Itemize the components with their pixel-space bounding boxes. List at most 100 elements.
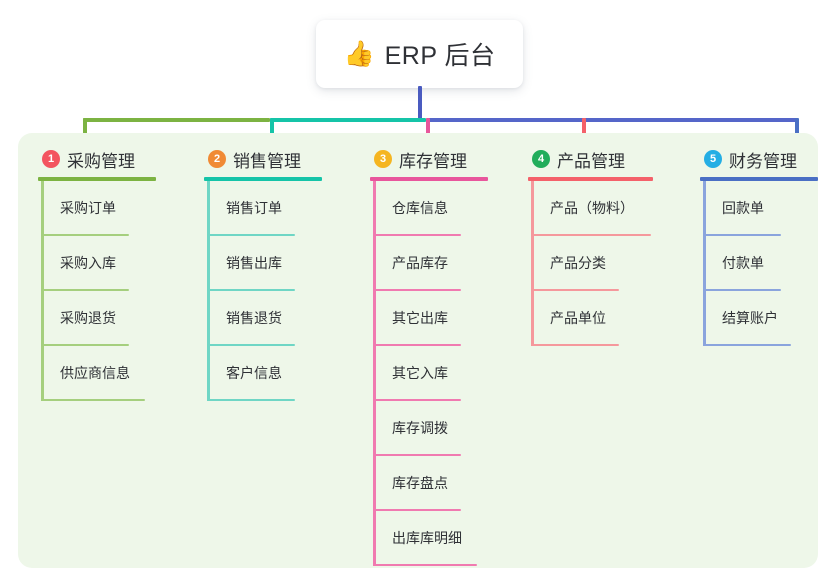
branch-item-rule (373, 234, 461, 236)
branch-item-label: 销售订单 (226, 200, 282, 216)
connector-root-drop (418, 86, 422, 122)
branch-item[interactable]: 其它入库 (370, 346, 518, 401)
branch-spine (373, 181, 376, 566)
root-node-title: ERP 后台 (384, 42, 496, 70)
branch-header-rule (700, 177, 818, 181)
branch-item[interactable]: 销售退货 (204, 291, 352, 346)
connector-drop-财务管理 (795, 118, 799, 146)
branch-spine (41, 181, 44, 401)
branch-item[interactable]: 产品库存 (370, 236, 518, 291)
branch-item-rule (373, 399, 461, 401)
branch-item[interactable]: 销售订单 (204, 181, 352, 236)
branch-item[interactable]: 付款单 (700, 236, 839, 291)
branch-header-采购管理[interactable]: 1 采购管理 (38, 146, 186, 172)
branch-header-rule (528, 177, 653, 181)
connector-drop-产品管理 (582, 118, 586, 146)
branch-item-rule (41, 289, 129, 291)
branch-item-label: 采购订单 (60, 200, 116, 216)
branch-item-rule (703, 344, 791, 346)
branch-item-rule (207, 289, 295, 291)
branch-spine (703, 181, 706, 346)
connector-segment-blue (426, 118, 797, 122)
branch-item-rule (207, 344, 295, 346)
branch-item-rule (703, 234, 781, 236)
branch-index-badge: 2 (208, 150, 226, 168)
branch-header-产品管理[interactable]: 4 产品管理 (528, 146, 683, 172)
branch-item-label: 仓库信息 (392, 200, 448, 216)
branch-item[interactable]: 出库库明细 (370, 511, 518, 566)
branch-item[interactable]: 结算账户 (700, 291, 839, 346)
branch-item-label: 采购入库 (60, 255, 116, 271)
branch-item[interactable]: 回款单 (700, 181, 839, 236)
branch-item-rule (373, 344, 461, 346)
branch-item[interactable]: 供应商信息 (38, 346, 186, 401)
branch-item-rule (41, 399, 145, 401)
branch-item-rule (373, 289, 461, 291)
branch-item-rule (207, 399, 295, 401)
branch-item-label: 供应商信息 (60, 365, 130, 381)
connector-segment-teal (270, 118, 426, 122)
root-node[interactable]: 👍 ERP 后台 (316, 20, 523, 88)
branch-item[interactable]: 销售出库 (204, 236, 352, 291)
branch-item-rule (41, 344, 129, 346)
branch-item[interactable]: 仓库信息 (370, 181, 518, 236)
branch-header-rule (204, 177, 322, 181)
branch-header-销售管理[interactable]: 2 销售管理 (204, 146, 352, 172)
branch-column-销售管理: 2 销售管理销售订单销售出库销售退货客户信息 (204, 146, 352, 401)
connector-drop-库存管理 (426, 118, 430, 146)
branch-column-库存管理: 3 库存管理仓库信息产品库存其它出库其它入库库存调拨库存盘点出库库明细 (370, 146, 518, 566)
branch-title: 采购管理 (67, 151, 135, 171)
branch-index-badge: 4 (532, 150, 550, 168)
branch-item-rule (531, 344, 619, 346)
branch-index-badge: 3 (374, 150, 392, 168)
branch-spine (207, 181, 210, 401)
branch-index-badge: 1 (42, 150, 60, 168)
branch-title: 库存管理 (399, 151, 467, 171)
thumbs-up-icon: 👍 (343, 39, 375, 68)
connector-drop-销售管理 (270, 118, 274, 146)
branch-item[interactable]: 产品单位 (528, 291, 683, 346)
branch-item-rule (531, 289, 619, 291)
branch-title: 财务管理 (729, 151, 797, 171)
branch-column-产品管理: 4 产品管理产品（物料） 产品分类产品单位 (528, 146, 683, 346)
branch-item-rule (703, 289, 781, 291)
branch-item[interactable]: 采购退货 (38, 291, 186, 346)
branch-header-库存管理[interactable]: 3 库存管理 (370, 146, 518, 172)
branch-item-rule (531, 234, 651, 236)
branch-item-label: 客户信息 (226, 365, 282, 381)
branch-column-采购管理: 1 采购管理采购订单采购入库采购退货供应商信息 (38, 146, 186, 401)
branches-panel: 1 采购管理采购订单采购入库采购退货供应商信息 2 销售管理销售订单销售出库销售退货客… (18, 133, 818, 568)
branch-title: 产品管理 (557, 151, 625, 171)
branch-item-label: 销售退货 (226, 310, 282, 326)
branch-item[interactable]: 产品（物料） (528, 181, 683, 236)
branch-item-list: 销售订单销售出库销售退货客户信息 (204, 181, 352, 401)
branch-item-label: 库存盘点 (392, 475, 448, 491)
branch-item-list: 采购订单采购入库采购退货供应商信息 (38, 181, 186, 401)
branch-item[interactable]: 库存调拨 (370, 401, 518, 456)
connector-drop-采购管理 (83, 118, 87, 146)
branch-item-label: 库存调拨 (392, 420, 448, 436)
branch-title: 销售管理 (233, 151, 301, 171)
branch-item[interactable]: 采购订单 (38, 181, 186, 236)
branch-item-rule (41, 234, 129, 236)
branch-item-label: 产品库存 (392, 255, 448, 271)
branch-item[interactable]: 产品分类 (528, 236, 683, 291)
branch-spine (531, 181, 534, 346)
branch-item-label: 产品（物料） (550, 200, 634, 216)
branch-item[interactable]: 库存盘点 (370, 456, 518, 511)
branch-item-rule (373, 454, 461, 456)
branch-item-label: 付款单 (722, 255, 764, 271)
branch-item-label: 其它入库 (392, 365, 448, 381)
branch-item-label: 采购退货 (60, 310, 116, 326)
branch-item-list: 回款单付款单结算账户 (700, 181, 839, 346)
branch-item[interactable]: 其它出库 (370, 291, 518, 346)
branch-item[interactable]: 客户信息 (204, 346, 352, 401)
branch-item[interactable]: 采购入库 (38, 236, 186, 291)
branch-item-rule (207, 234, 295, 236)
branch-item-label: 回款单 (722, 200, 764, 216)
branch-item-list: 产品（物料） 产品分类产品单位 (528, 181, 683, 346)
branch-item-label: 产品单位 (550, 310, 606, 326)
